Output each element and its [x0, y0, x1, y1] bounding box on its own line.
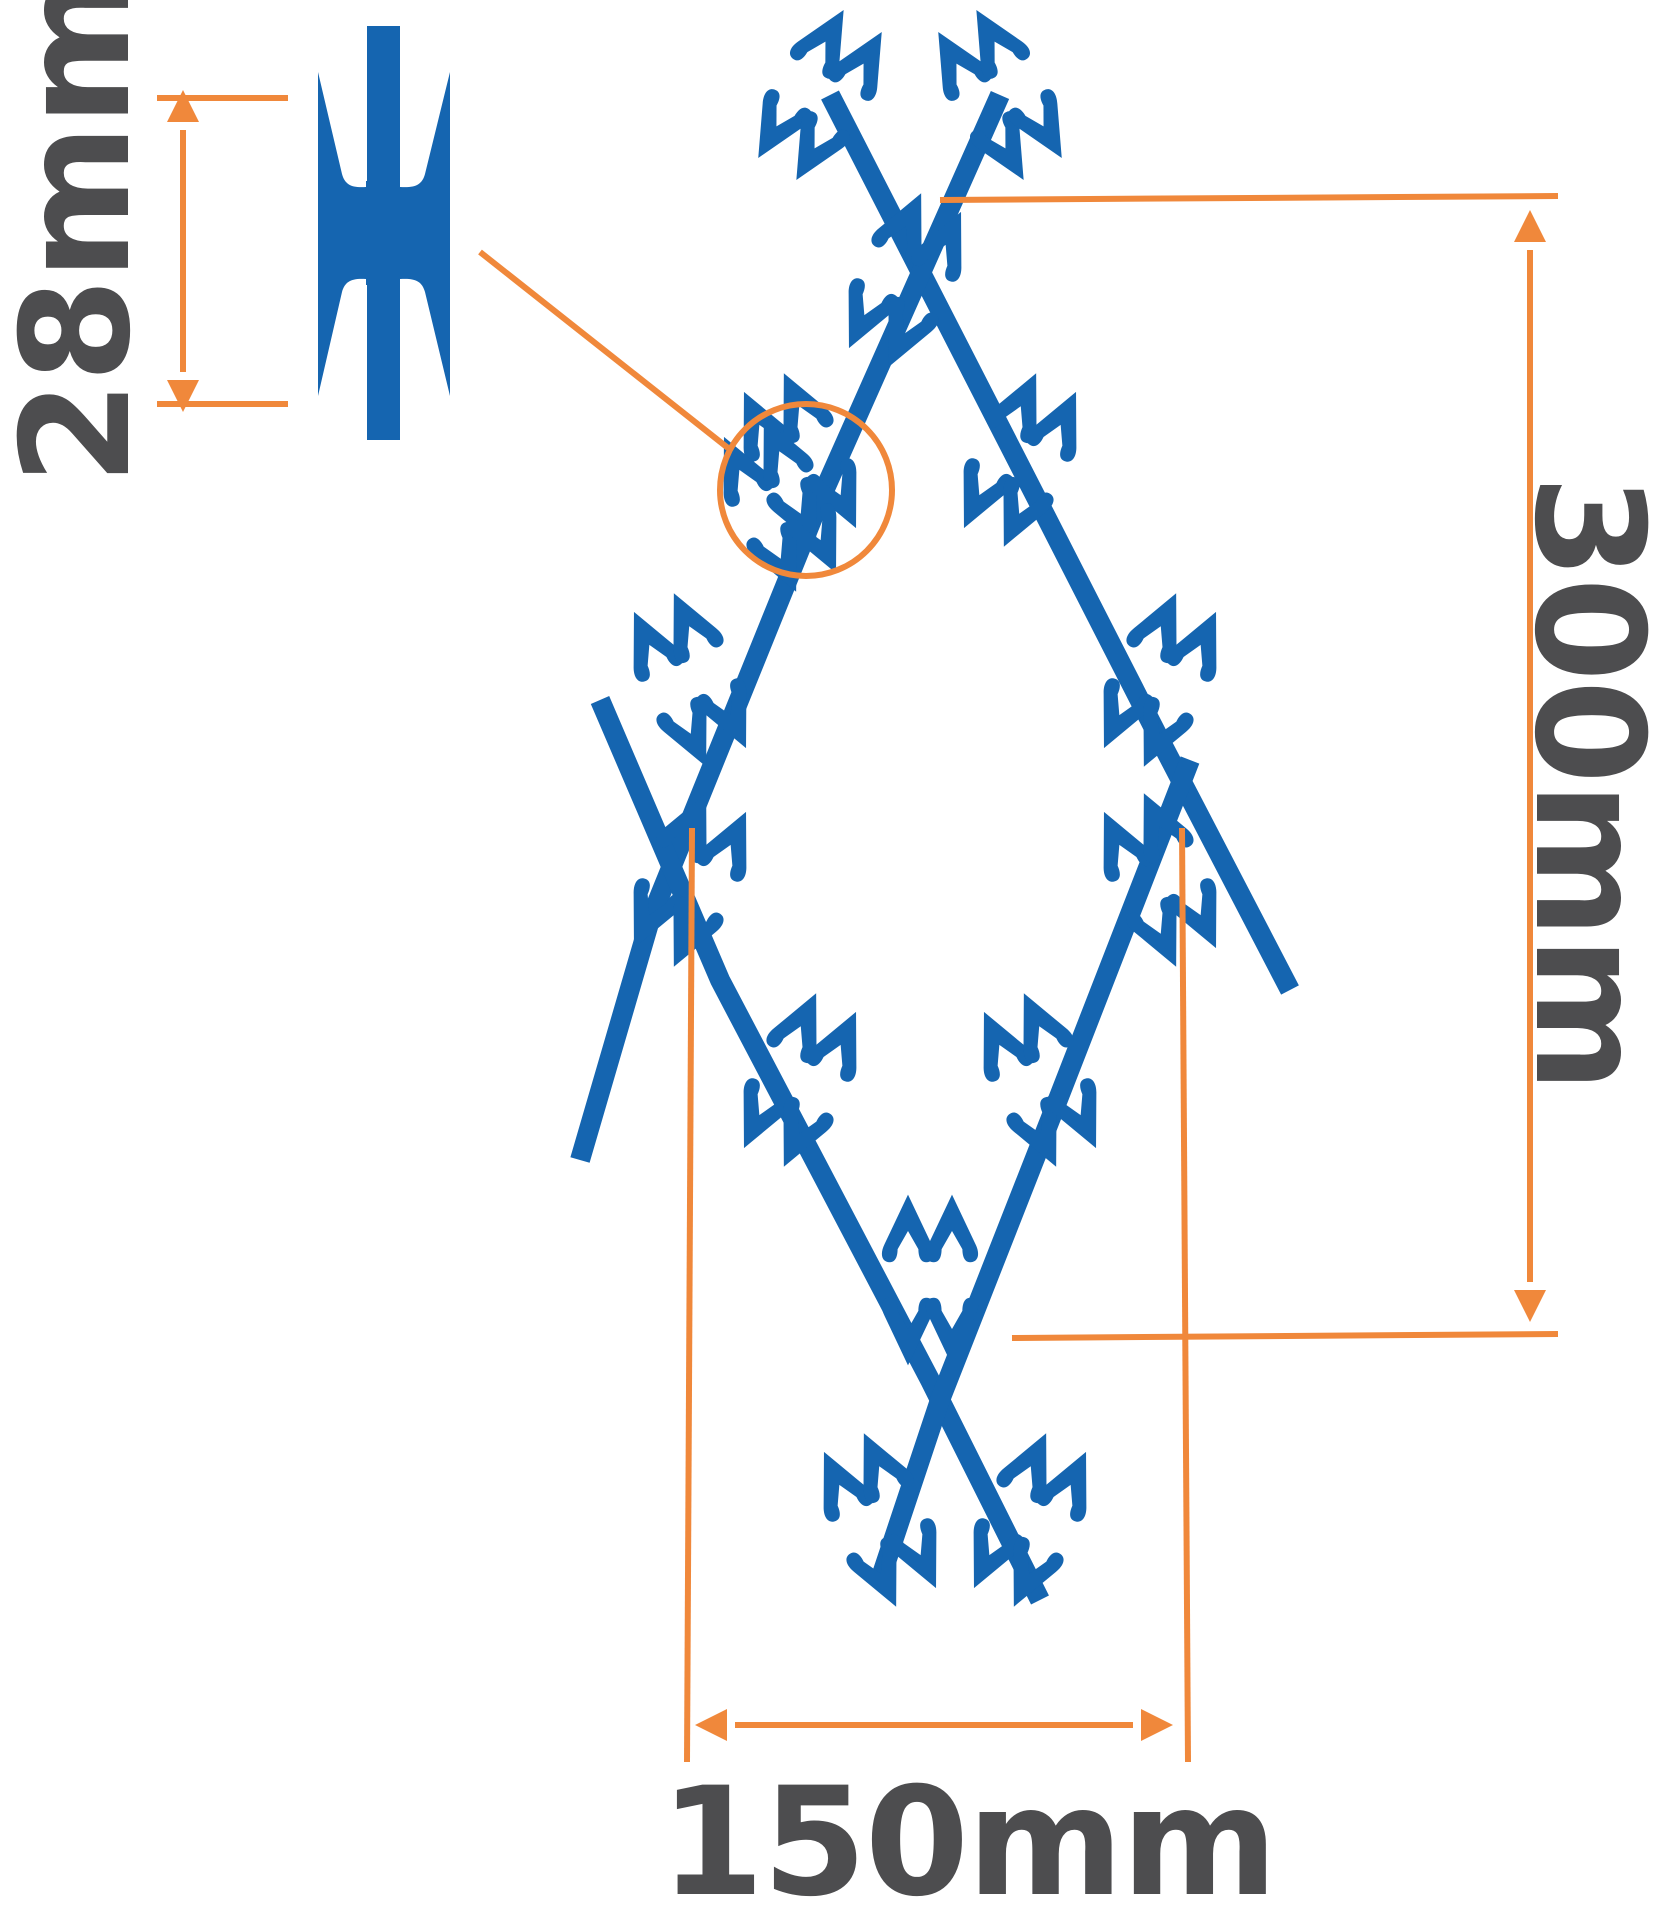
diamond-height-arrow-top	[1514, 210, 1546, 242]
wire-strand-4	[870, 756, 1200, 1584]
dimension-label-diamond-height: 300mm	[1501, 475, 1663, 1091]
detail-leader-line	[478, 249, 730, 451]
barb-detail-icon	[318, 26, 450, 440]
diamond-width-arrow-right	[1141, 1709, 1173, 1741]
diamond-width-left-tick	[684, 827, 695, 1763]
detail-circle-marker	[717, 401, 895, 579]
dimension-lines	[157, 90, 1559, 1763]
diamond-height-bottom-tick	[1011, 1331, 1559, 1341]
barb-height-arrow-bottom	[167, 380, 199, 412]
dimension-label-barb-height: 28mm	[0, 0, 164, 485]
diamond-height-top-tick	[939, 193, 1559, 203]
barb-cluster-9	[1080, 782, 1240, 978]
dimension-label-diamond-width: 150mm	[660, 1756, 1278, 1930]
barb-cluster-13	[800, 1422, 960, 1618]
diamond-width-arrow-left	[695, 1709, 727, 1741]
wire-strand-1	[821, 90, 1299, 995]
diamond-width-right-tick	[1179, 827, 1191, 1763]
barb-cluster-12	[881, 1194, 979, 1366]
barb-cluster-1	[735, 0, 905, 194]
barb-height-arrow-top	[167, 90, 199, 122]
diamond-height-arrow-bottom	[1514, 1290, 1546, 1322]
